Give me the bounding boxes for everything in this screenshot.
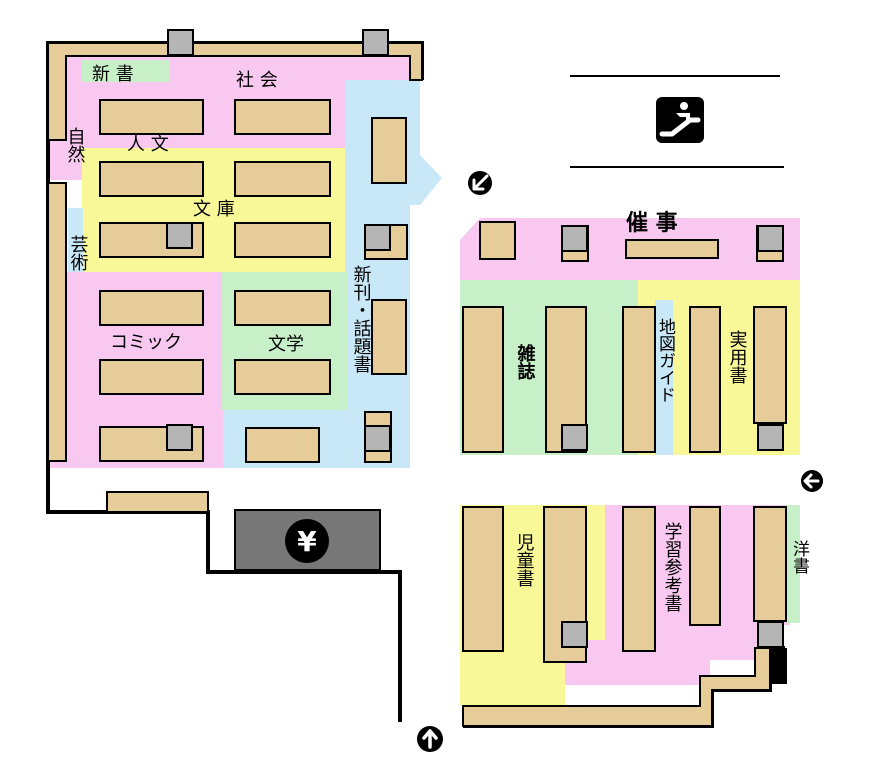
- shelf: [689, 306, 721, 453]
- yen-register-icon: [285, 519, 329, 563]
- label-geijutsu: 芸術: [68, 235, 89, 271]
- shelf: [234, 222, 331, 258]
- label-chizu-guide: 地図ガイド: [655, 318, 676, 403]
- shelf: [234, 99, 331, 135]
- pillar: [362, 29, 389, 56]
- shelf: [625, 239, 719, 259]
- label-bunko: 文 庫: [193, 199, 235, 220]
- shelf: [753, 506, 787, 622]
- pillar: [364, 224, 391, 251]
- shelf: [99, 99, 204, 135]
- pillar: [561, 424, 588, 451]
- pillar: [561, 621, 588, 648]
- pillar: [364, 425, 391, 452]
- shelf: [234, 161, 331, 197]
- shelf: [462, 506, 504, 652]
- pillar: [757, 225, 784, 252]
- shelf: [689, 506, 721, 626]
- label-comic: コミック: [110, 332, 182, 353]
- label-zasshi: 雑誌: [515, 343, 537, 380]
- label-bungaku: 文学: [268, 334, 304, 355]
- shelf: [234, 359, 331, 395]
- shelf: [753, 306, 787, 424]
- zone-gakushu: [565, 505, 790, 685]
- zone-shinsho: [65, 60, 170, 90]
- pillar: [757, 424, 784, 451]
- shelf-perimeter-left: [47, 182, 67, 462]
- shelf: [371, 299, 407, 375]
- shelf: [234, 290, 331, 326]
- pillar: [166, 424, 193, 451]
- label-jitsuyou: 実用書: [727, 330, 748, 384]
- pillar: [561, 225, 588, 252]
- pillar: [166, 222, 193, 249]
- label-saiji: 催 事: [626, 210, 678, 236]
- shelf: [622, 306, 656, 453]
- arrow-left-icon: [801, 470, 823, 492]
- label-shakai: 社 会: [236, 70, 278, 91]
- yen-symbol: ¥: [297, 525, 317, 558]
- shelf: [99, 359, 204, 395]
- zone-chizu: [655, 300, 673, 455]
- shelf-bottom-left: [106, 491, 209, 513]
- shelf: [622, 506, 656, 652]
- shelf: [479, 221, 516, 260]
- cashier-counter: ¥: [234, 509, 381, 571]
- zone-yousho: [785, 505, 800, 623]
- escalator-icon: [656, 97, 704, 143]
- arrow-up-icon: [417, 726, 443, 752]
- label-jinbun: 人 文: [127, 134, 169, 155]
- label-shinsho: 新 書: [92, 64, 134, 85]
- shelf: [99, 290, 204, 326]
- shelf: [99, 161, 204, 197]
- wall-post: [772, 648, 787, 684]
- label-yousho: 洋書: [789, 540, 810, 574]
- label-jidou: 児童書: [514, 533, 535, 587]
- shelf: [462, 306, 504, 453]
- label-gakushu-sankousho: 学習参考書: [662, 522, 683, 612]
- pillar: [167, 29, 194, 56]
- label-shizen: 自然: [65, 127, 86, 163]
- pillar: [757, 621, 784, 648]
- shelf: [371, 117, 407, 184]
- arrow-down-left-icon: [468, 171, 492, 195]
- label-shinkan-wadai: 新刊・話題書: [351, 265, 372, 373]
- shelf: [245, 427, 320, 463]
